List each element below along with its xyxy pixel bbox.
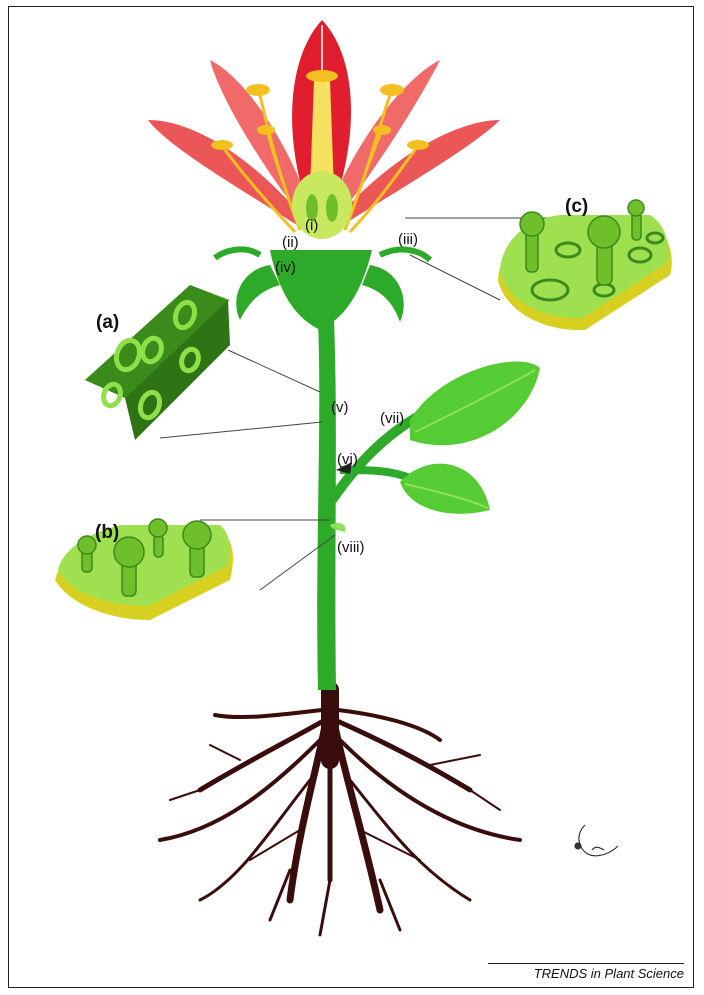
label-iii: (iii) <box>398 231 418 248</box>
lower-leaf <box>400 464 490 514</box>
label-i: (i) <box>305 217 318 234</box>
panel-label-a: (a) <box>96 312 119 333</box>
label-iv: (iv) <box>275 259 296 276</box>
label-vii: (vii) <box>380 410 404 427</box>
panel-a-stomata <box>85 285 230 440</box>
label-vi: (vi) <box>337 451 358 468</box>
ovary <box>292 171 352 239</box>
label-ii: (ii) <box>282 234 299 251</box>
root-system <box>160 690 520 935</box>
stem <box>317 320 336 690</box>
calyx <box>215 249 430 330</box>
panel-label-b: (b) <box>95 522 119 543</box>
artist-signature-mark <box>575 825 618 856</box>
journal-credit: TRENDS in Plant Science <box>488 963 684 981</box>
panel-b-trichomes <box>55 519 233 620</box>
upper-leaf <box>410 361 540 445</box>
leaf-branch <box>330 361 540 532</box>
panel-c-surface <box>498 200 672 330</box>
panel-label-c: (c) <box>565 196 588 217</box>
label-v: (v) <box>331 399 349 416</box>
label-viii: (viii) <box>337 539 365 556</box>
